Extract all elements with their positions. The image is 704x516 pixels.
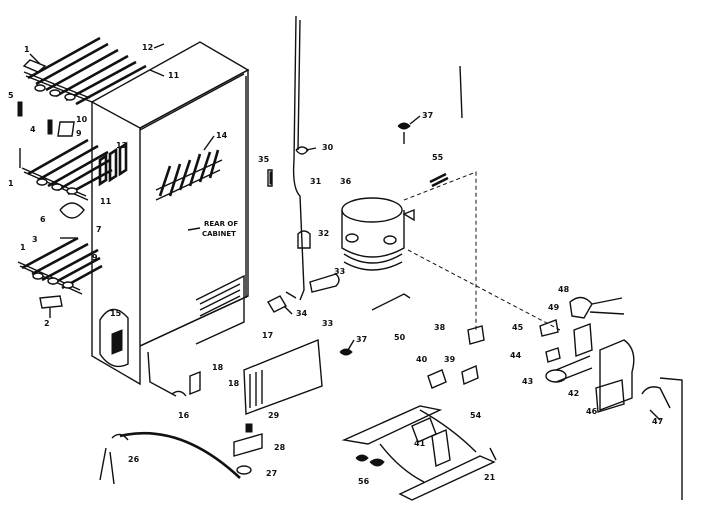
label-part-18-b: 18 bbox=[228, 379, 240, 388]
label-part-43: 43 bbox=[522, 377, 533, 386]
label-part-40: 40 bbox=[416, 355, 428, 364]
label-part-54: 54 bbox=[470, 411, 482, 420]
label-part-44: 44 bbox=[510, 351, 522, 360]
cabinet bbox=[90, 41, 250, 397]
label-part-1-c: 1 bbox=[20, 243, 26, 252]
label-part-1-b: 1 bbox=[8, 179, 14, 188]
label-part-3: 3 bbox=[32, 235, 38, 244]
label-part-33: 33 bbox=[334, 267, 345, 276]
label-part-38: 38 bbox=[434, 323, 446, 332]
label-part-2: 2 bbox=[44, 319, 50, 328]
label-part-34: 34 bbox=[296, 309, 308, 318]
label-part-46: 46 bbox=[586, 407, 598, 416]
label-part-33-b: 33 bbox=[322, 319, 333, 328]
label-part-37: 37 bbox=[422, 111, 433, 120]
label-part-9: 9 bbox=[76, 129, 82, 138]
label-part-7: 7 bbox=[96, 225, 102, 234]
leader-lines bbox=[29, 43, 661, 421]
label-part-1: 1 bbox=[24, 45, 30, 54]
condenser-panel bbox=[243, 338, 353, 415]
bottom-shelf-rack bbox=[17, 236, 103, 318]
label-part-36: 36 bbox=[340, 177, 352, 186]
label-part-47: 47 bbox=[652, 417, 663, 426]
label-part-39: 39 bbox=[444, 355, 456, 364]
label-part-11: 11 bbox=[168, 71, 180, 80]
tubing bbox=[267, 15, 309, 301]
label-part-26: 26 bbox=[128, 455, 140, 464]
compressor-hardware bbox=[267, 122, 449, 313]
label-part-49: 49 bbox=[548, 303, 560, 312]
label-part-9-b: 9 bbox=[92, 253, 98, 262]
compressor bbox=[341, 171, 561, 331]
cabinet-label-line1: REAR OF bbox=[204, 220, 238, 228]
label-part-56: 56 bbox=[358, 477, 370, 486]
label-part-31: 31 bbox=[310, 177, 322, 186]
label-part-14: 14 bbox=[216, 131, 228, 140]
label-part-30: 30 bbox=[322, 143, 334, 152]
label-part-28: 28 bbox=[274, 443, 286, 452]
label-part-45: 45 bbox=[512, 323, 524, 332]
label-part-10: 10 bbox=[76, 115, 88, 124]
label-part-15: 15 bbox=[110, 309, 122, 318]
fan-motor-assembly bbox=[539, 296, 683, 500]
label-part-41: 41 bbox=[414, 439, 426, 448]
label-part-16: 16 bbox=[178, 411, 190, 420]
part-labels: 1 12 11 5 4 10 9 13 14 1 11 6 7 1 3 9 2 … bbox=[8, 43, 663, 486]
label-part-27: 27 bbox=[266, 469, 277, 478]
label-part-13: 13 bbox=[116, 141, 127, 150]
label-part-12: 12 bbox=[142, 43, 153, 52]
label-part-55: 55 bbox=[432, 153, 444, 162]
cabinet-label-line2: CABINET bbox=[202, 230, 236, 238]
label-part-6: 6 bbox=[40, 215, 46, 224]
middle-shelf-rack bbox=[21, 138, 113, 201]
label-part-17: 17 bbox=[262, 331, 273, 340]
label-part-4: 4 bbox=[30, 125, 36, 134]
label-part-32: 32 bbox=[318, 229, 329, 238]
label-part-11-b: 11 bbox=[100, 197, 112, 206]
lower-left-hardware bbox=[99, 370, 263, 485]
label-part-42: 42 bbox=[568, 389, 579, 398]
label-part-37-b: 37 bbox=[356, 335, 367, 344]
label-part-5: 5 bbox=[8, 91, 14, 100]
label-part-35: 35 bbox=[258, 155, 270, 164]
label-part-18: 18 bbox=[212, 363, 224, 372]
base-frame bbox=[341, 65, 497, 501]
rack-hardware bbox=[17, 101, 85, 239]
label-part-21: 21 bbox=[484, 473, 496, 482]
label-part-29: 29 bbox=[268, 411, 280, 420]
top-shelf-rack bbox=[22, 36, 147, 106]
label-part-48: 48 bbox=[558, 285, 570, 294]
label-part-50: 50 bbox=[394, 333, 406, 342]
